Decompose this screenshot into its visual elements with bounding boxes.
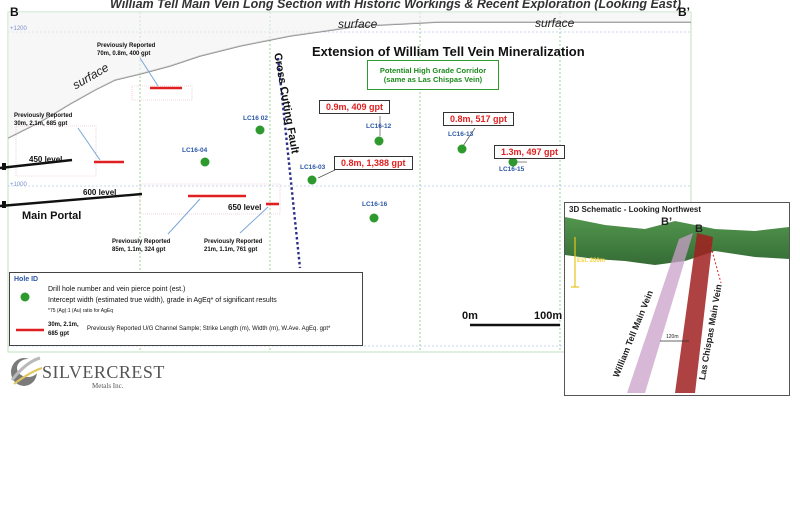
- grade-leader: [317, 169, 336, 179]
- historic-callout: Previously Reported 30m, 2.1m, 685 gpt: [14, 113, 73, 127]
- schematic-graphics: [565, 217, 789, 393]
- fault-line: [276, 57, 302, 269]
- grade-leader: [462, 127, 476, 147]
- corridor-box: Potential High Grade Corridor (same as L…: [367, 60, 499, 90]
- terrain-surface: [565, 217, 789, 265]
- las-chispas-vein: [675, 233, 713, 393]
- callout-arrow: [77, 127, 101, 161]
- drill-hole-lc16-13: [457, 144, 467, 154]
- corridor-line-1: Potential High Grade Corridor: [379, 66, 487, 75]
- william-tell-vein: [627, 233, 693, 393]
- hole-label-lc16-13: LC16-13: [448, 131, 474, 138]
- level-650-label: 650 level: [228, 203, 262, 212]
- grade-box-lc16-15: 1.3m, 497 gpt: [494, 145, 566, 159]
- historic-callout: Previously Reported 85m, 1.1m, 324 gpt: [112, 239, 171, 253]
- callout-arrow: [239, 206, 269, 234]
- drill-hole-lc16-16: [369, 213, 379, 223]
- historic-workings: [131, 85, 193, 101]
- legend-sample-prefix-2: 685 gpt: [48, 331, 70, 337]
- drill-hole-lc16-03: [307, 175, 317, 185]
- legend-symbols: [16, 292, 44, 332]
- callout-arrow: [167, 198, 201, 235]
- main-portal-label: Main Portal: [22, 210, 82, 222]
- portal-marker: [2, 201, 6, 208]
- legend: Hole ID Drill hole number and vein pierc…: [9, 272, 363, 346]
- b-label: B: [695, 223, 703, 235]
- historic-workings: [139, 183, 281, 215]
- company-logo-text: SILVERCREST: [42, 362, 165, 382]
- section-line: [710, 246, 722, 284]
- hole-label-lc16-12: LC16-12: [366, 123, 392, 130]
- callout-arrow: [139, 57, 159, 87]
- historic-workings: [15, 125, 97, 177]
- level-450-line: [0, 158, 73, 170]
- legend-heading: Hole ID: [14, 276, 39, 283]
- level-600-line: [0, 192, 143, 208]
- legend-drill-line-1: Drill hole number and vein pierce point …: [48, 286, 186, 293]
- legend-sample-text: Previously Reported U/G Channel Sample; …: [87, 326, 331, 332]
- company-logo-subtitle: Metals Inc.: [92, 382, 124, 390]
- surface-fill: [8, 12, 691, 138]
- figure-title: William Tell Main Vein Long Section with…: [110, 0, 682, 11]
- surface-label: surface: [535, 16, 575, 30]
- legend-drill-symbol: [20, 292, 30, 302]
- hole-label-lc16-02: LC16 02: [243, 115, 268, 122]
- scale-end-label: 100m: [534, 310, 563, 322]
- drill-hole-lc16-12: [374, 136, 384, 146]
- legend-sample-prefix-1: 30m, 2.1m,: [48, 322, 79, 328]
- elevation-tick: +1200: [10, 26, 27, 32]
- depth-label: Est. 200m: [577, 258, 606, 264]
- legend-footnote: *75 (Ag):1 (Au) ratio for AgEq: [48, 308, 114, 314]
- drill-hole-lc16-04: [200, 157, 210, 167]
- scale-start-label: 0m: [462, 310, 478, 322]
- hole-label-lc16-16: LC16-16: [362, 201, 388, 208]
- historic-callout: Previously Reported 21m, 1.1m, 761 gpt: [204, 239, 263, 253]
- historic-callout: Previously Reported 70m, 0.8m, 400 gpt: [97, 43, 156, 57]
- b-prime-label: B’: [661, 216, 672, 228]
- spacing-label: 120m: [666, 334, 679, 340]
- hole-label-lc16-03: LC16-03: [300, 164, 326, 171]
- hole-label-lc16-04: LC16-04: [182, 147, 208, 154]
- level-600-label: 600 level: [83, 188, 117, 197]
- grade-box-lc16-13: 0.8m, 517 gpt: [443, 112, 515, 126]
- legend-drill-line-2: Intercept width (estimated true width), …: [48, 297, 277, 304]
- elevation-tick: +1000: [10, 182, 27, 188]
- schematic-inset: 3D Schematic - Looking Northwest Est. 20…: [564, 202, 790, 396]
- inset-title: 3D Schematic - Looking Northwest: [569, 205, 702, 214]
- drill-hole-lc16-02: [255, 125, 265, 135]
- extension-title: Extension of William Tell Vein Mineraliz…: [312, 44, 585, 59]
- portal-marker: [2, 163, 6, 170]
- section-end-right: B’: [678, 5, 690, 19]
- grade-box-lc16-03: 0.8m, 1,388 gpt: [334, 156, 413, 170]
- corridor-line-2: (same as Las Chispas Vein): [383, 75, 483, 84]
- grade-box-lc16-12: 0.9m, 409 gpt: [319, 100, 391, 114]
- logo-icon: [10, 356, 43, 386]
- surface-label: surface: [338, 17, 378, 31]
- hole-label-lc16-15: LC16-15: [499, 166, 525, 173]
- section-end-left: B: [10, 5, 19, 19]
- drill-hole-lc16-15: [508, 157, 518, 167]
- level-450-label: 450 level: [29, 155, 63, 164]
